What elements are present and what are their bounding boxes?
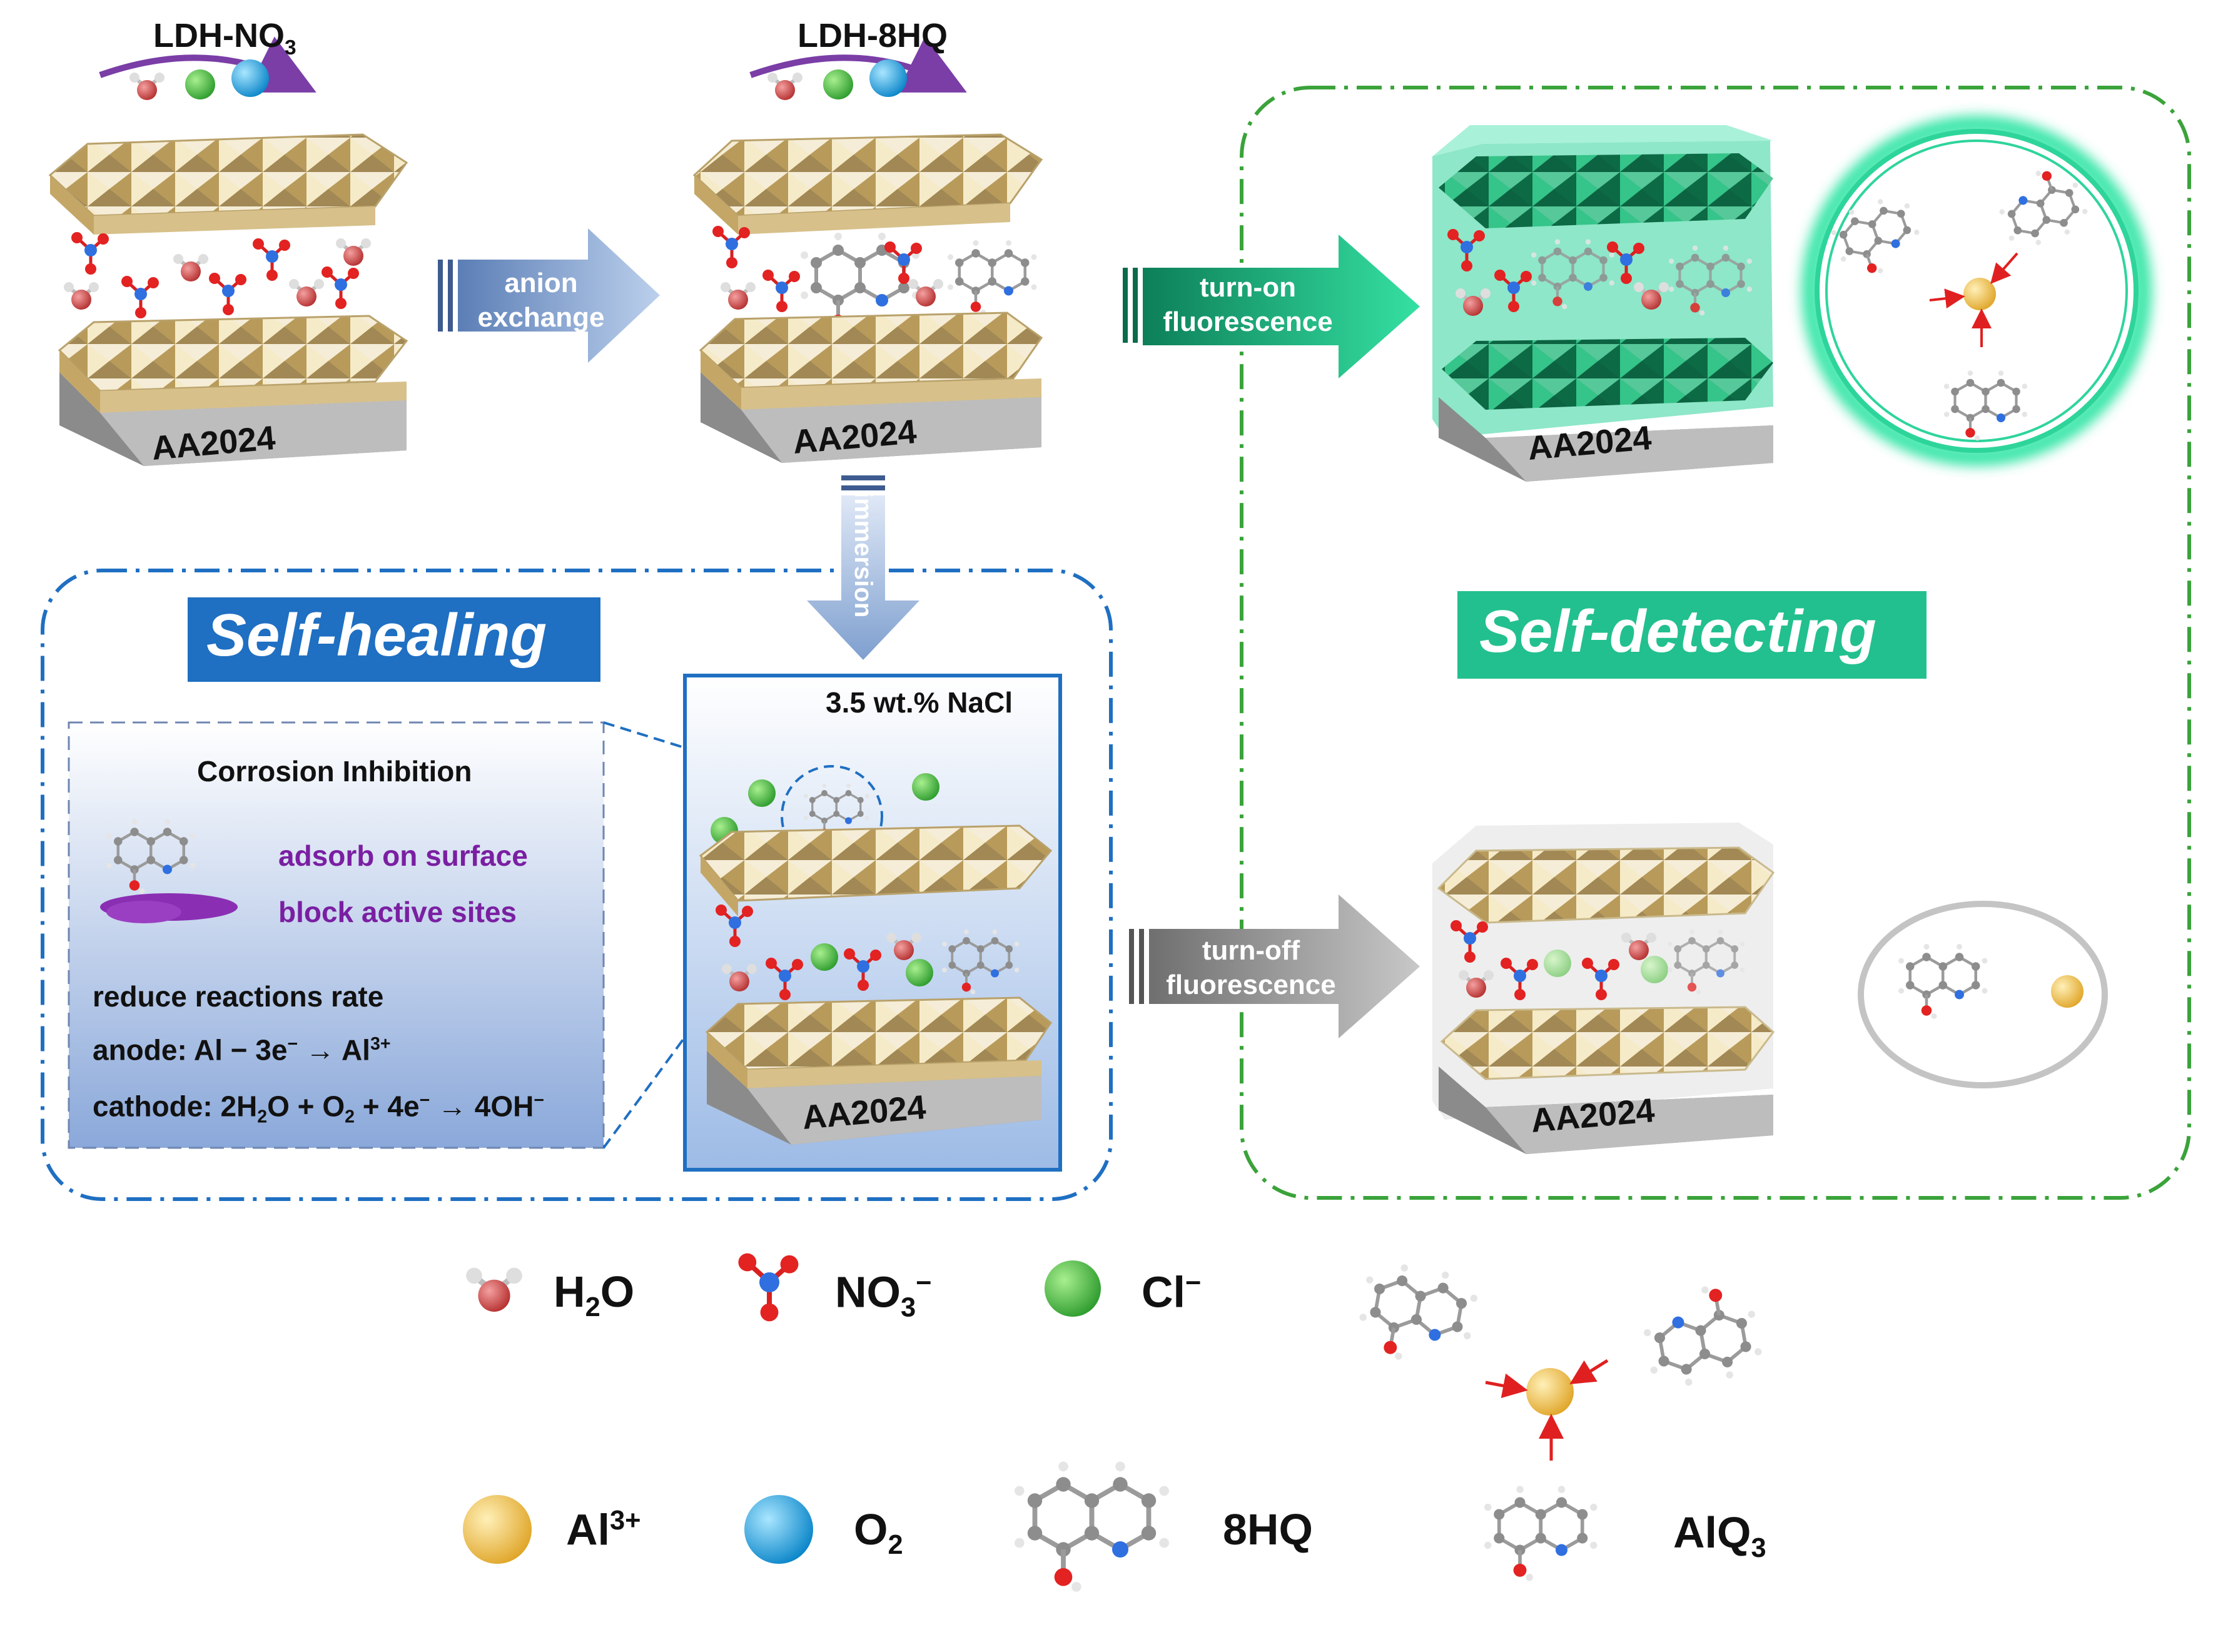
- legend-nitrate-icon: [738, 1254, 798, 1322]
- legend-aluminium-label: Al3+: [566, 1505, 641, 1554]
- legend-chloride-label: Cl−: [1142, 1267, 1202, 1317]
- anode-equation: anode: Al − 3e− → Al3+: [93, 1033, 391, 1067]
- self-healing-banner: [188, 597, 600, 682]
- self-detecting-title: Self-detecting: [1479, 598, 1876, 665]
- self-healing-region: [41, 569, 1113, 1201]
- self-healing-title: Self-healing: [206, 602, 547, 669]
- legend-8hq-label: 8HQ: [1223, 1505, 1313, 1554]
- nacl-stack: [699, 765, 1053, 1145]
- corrosion-inset-box: [68, 721, 605, 1149]
- inhibitor-adsorption-icon: [100, 819, 238, 923]
- stage1-title: LDH-NO3: [153, 17, 296, 59]
- corrosion-inhibition-title: Corrosion Inhibition: [197, 755, 472, 788]
- legend-water-label: H2O: [554, 1267, 635, 1322]
- legend-oxygen-label: O2: [854, 1505, 903, 1560]
- legend-nitrate-label: NO3−: [835, 1267, 932, 1323]
- stage2-title: LDH-8HQ: [798, 17, 948, 54]
- block-sites-label: block active sites: [278, 896, 517, 928]
- legend-oxygen-icon: [744, 1495, 813, 1564]
- turn-off-stack: [1432, 823, 1775, 1154]
- ldh-8hq-stack: [692, 36, 1043, 463]
- cathode-equation: cathode: 2H2O + O2 + 4e− → 4OH−: [93, 1090, 545, 1127]
- nacl-label: 3.5 wt.% NaCl: [826, 686, 1013, 719]
- turn-off-arrow: [1129, 894, 1420, 1038]
- self-detecting-banner: [1457, 591, 1927, 679]
- legend-water-icon: [466, 1268, 522, 1312]
- reduce-rate-label: reduce reactions rate: [93, 980, 384, 1013]
- alq3-fluorescent-complex: [1801, 116, 2152, 466]
- legend: [463, 1254, 1765, 1592]
- legend-aluminium-icon: [463, 1495, 532, 1564]
- turn-on-stack: [1432, 125, 1773, 482]
- self-detecting-region: [1240, 86, 2191, 1200]
- immersion-arrow: [807, 475, 919, 660]
- anion-exchange-arrow: [438, 228, 660, 363]
- ldh-no3-stack: [48, 36, 408, 466]
- turn-on-arrow: [1123, 235, 1420, 378]
- legend-alq3-icon: [1354, 1258, 1766, 1581]
- free-8hq-and-al-icon: [1858, 901, 2108, 1088]
- legend-chloride-icon: [1045, 1260, 1101, 1317]
- legend-8hq-icon: [1015, 1462, 1169, 1592]
- legend-alq3-label: AlQ3: [1673, 1508, 1766, 1563]
- adsorb-label: adsorb on surface: [278, 839, 528, 872]
- immersion-label: immersion: [849, 491, 877, 618]
